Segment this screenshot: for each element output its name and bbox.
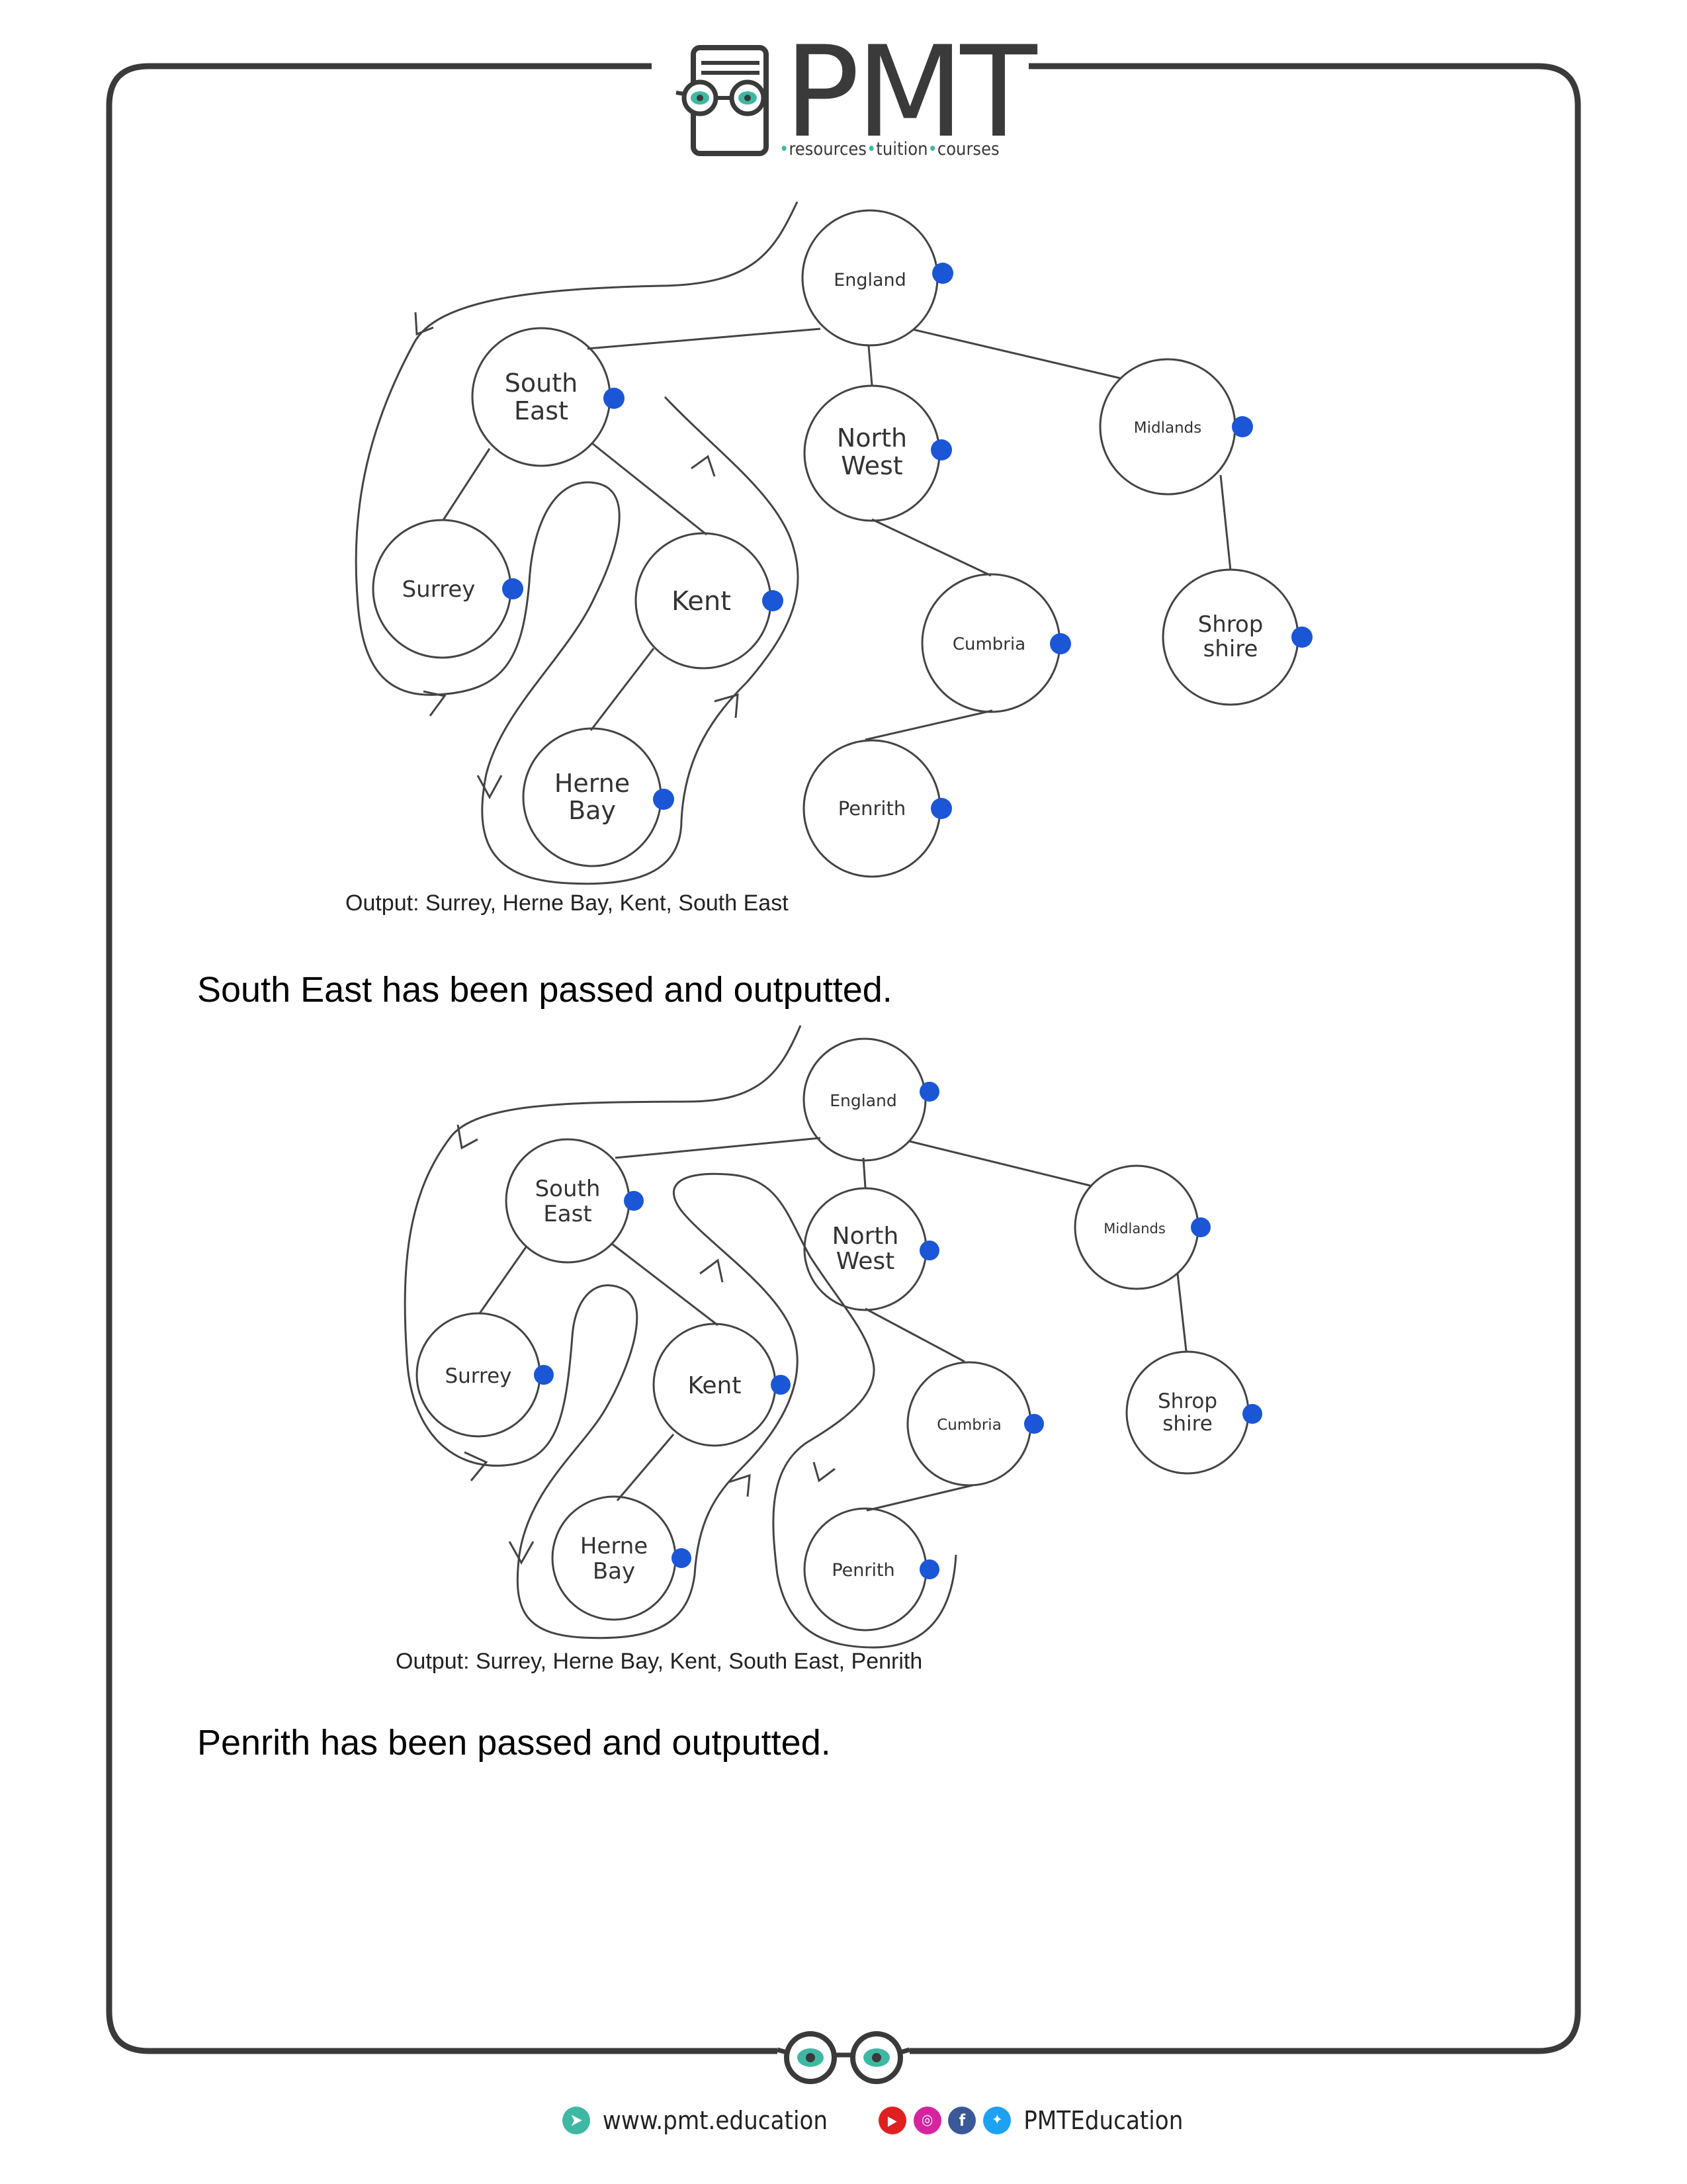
node-kent: Kent (688, 1372, 742, 1399)
node-shropshire-line2: shire (1162, 1412, 1213, 1436)
website-link[interactable]: www.pmt.education (602, 2105, 828, 2135)
glasses-icon (777, 2031, 910, 2084)
node-herne-bay-line1: Herne (580, 1533, 648, 1559)
social-handle[interactable]: PMTEducation (1023, 2105, 1184, 2135)
node-north-west-line1: North (837, 423, 907, 453)
node-surrey: Surrey (402, 576, 476, 603)
node-south-east-line1: South (505, 369, 578, 398)
node-herne-bay-line2: Bay (568, 796, 616, 825)
node-herne-bay-line2: Bay (593, 1558, 635, 1585)
footer: ➤ www.pmt.education ▶ ◎ f ✦ PMTEducation (562, 2104, 1183, 2135)
node-england: England (830, 1091, 897, 1110)
caption-2: Penrith has been passed and outputted. (197, 1723, 831, 1763)
node-cumbria: Cumbria (953, 634, 1025, 654)
node-herne-bay-line1: Herne (554, 769, 630, 798)
node-south-east-line2: East (543, 1201, 591, 1227)
node-england: England (834, 270, 906, 290)
logo-wordmark: PMT (784, 19, 1037, 165)
node-shropshire-line1: Shrop (1198, 611, 1264, 638)
node-kent: Kent (671, 586, 731, 617)
instagram-icon[interactable]: ◎ (913, 2106, 941, 2134)
node-south-east-line1: South (535, 1176, 601, 1202)
pmt-logo-icon (675, 45, 769, 156)
output-text-1: Output: Surrey, Herne Bay, Kent, South E… (345, 891, 789, 916)
logo-tagline: •resources•tuition•courses (779, 139, 1000, 159)
youtube-icon[interactable]: ▶ (878, 2106, 906, 2134)
cursor-icon: ➤ (562, 2106, 590, 2134)
facebook-icon[interactable]: f (948, 2106, 976, 2134)
node-shropshire-line2: shire (1203, 636, 1258, 662)
node-midlands: Midlands (1134, 419, 1201, 437)
output-text-2: Output: Surrey, Herne Bay, Kent, South E… (396, 1649, 923, 1674)
visit-markers (502, 263, 1313, 819)
node-penrith: Penrith (838, 797, 906, 820)
node-surrey: Surrey (445, 1364, 511, 1388)
node-south-east-line2: East (514, 396, 568, 425)
node-cumbria: Cumbria (937, 1417, 1002, 1434)
caption-1: South East has been passed and outputted… (197, 970, 892, 1010)
node-penrith: Penrith (832, 1560, 894, 1581)
tree-diagram-2: England South East North West Midlands S… (404, 1025, 1262, 1649)
node-north-west-line2: West (836, 1248, 895, 1275)
node-midlands: Midlands (1103, 1221, 1166, 1237)
node-north-west-line2: West (841, 451, 902, 480)
tree-diagram-1: England South East North West Midlands S… (355, 201, 1313, 885)
twitter-icon[interactable]: ✦ (983, 2106, 1012, 2134)
node-north-west-line1: North (832, 1223, 899, 1250)
node-shropshire-line1: Shrop (1158, 1389, 1217, 1413)
visit-markers (534, 1082, 1262, 1579)
